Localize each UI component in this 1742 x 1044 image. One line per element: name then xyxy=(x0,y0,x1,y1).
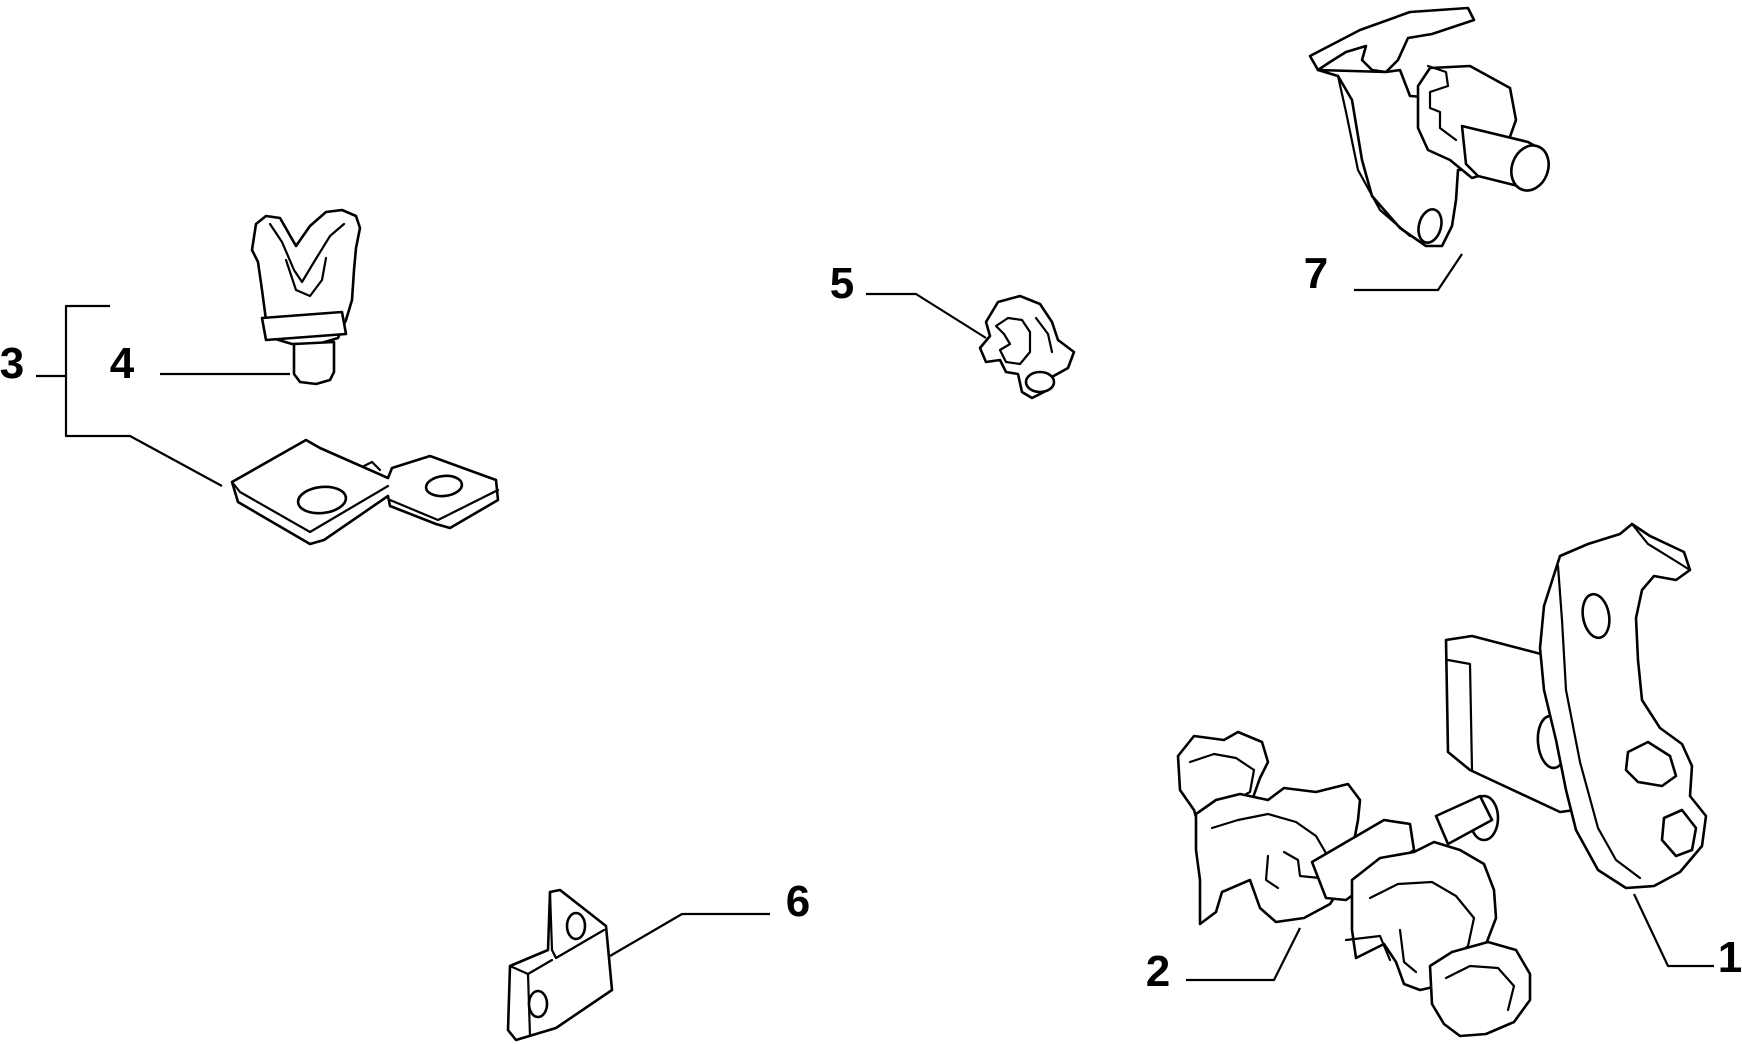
part-5-hose-clip[interactable] xyxy=(978,294,1076,400)
callout-2: 2 xyxy=(1146,947,1170,996)
leader-1 xyxy=(1633,893,1714,968)
callout-4: 4 xyxy=(110,339,135,388)
leader-7 xyxy=(1354,253,1463,292)
leader-6 xyxy=(609,912,770,957)
leader-2 xyxy=(1186,927,1301,982)
part-4-clip-nut[interactable] xyxy=(250,208,362,386)
callout-1: 1 xyxy=(1718,933,1742,982)
part-2-pipe-clip[interactable] xyxy=(1176,730,1532,1038)
part-7-pin-bracket[interactable] xyxy=(1308,6,1555,248)
leader-5 xyxy=(866,292,987,339)
part-6-angle-bracket[interactable] xyxy=(506,888,614,1042)
callout-5: 5 xyxy=(830,259,854,308)
callout-3: 3 xyxy=(0,339,24,388)
part-3-offset-plate[interactable] xyxy=(230,438,500,546)
callout-6: 6 xyxy=(786,877,810,926)
bracket-3 xyxy=(64,304,223,487)
callout-7: 7 xyxy=(1304,249,1328,298)
part-1-hook-bracket[interactable] xyxy=(1444,522,1708,890)
